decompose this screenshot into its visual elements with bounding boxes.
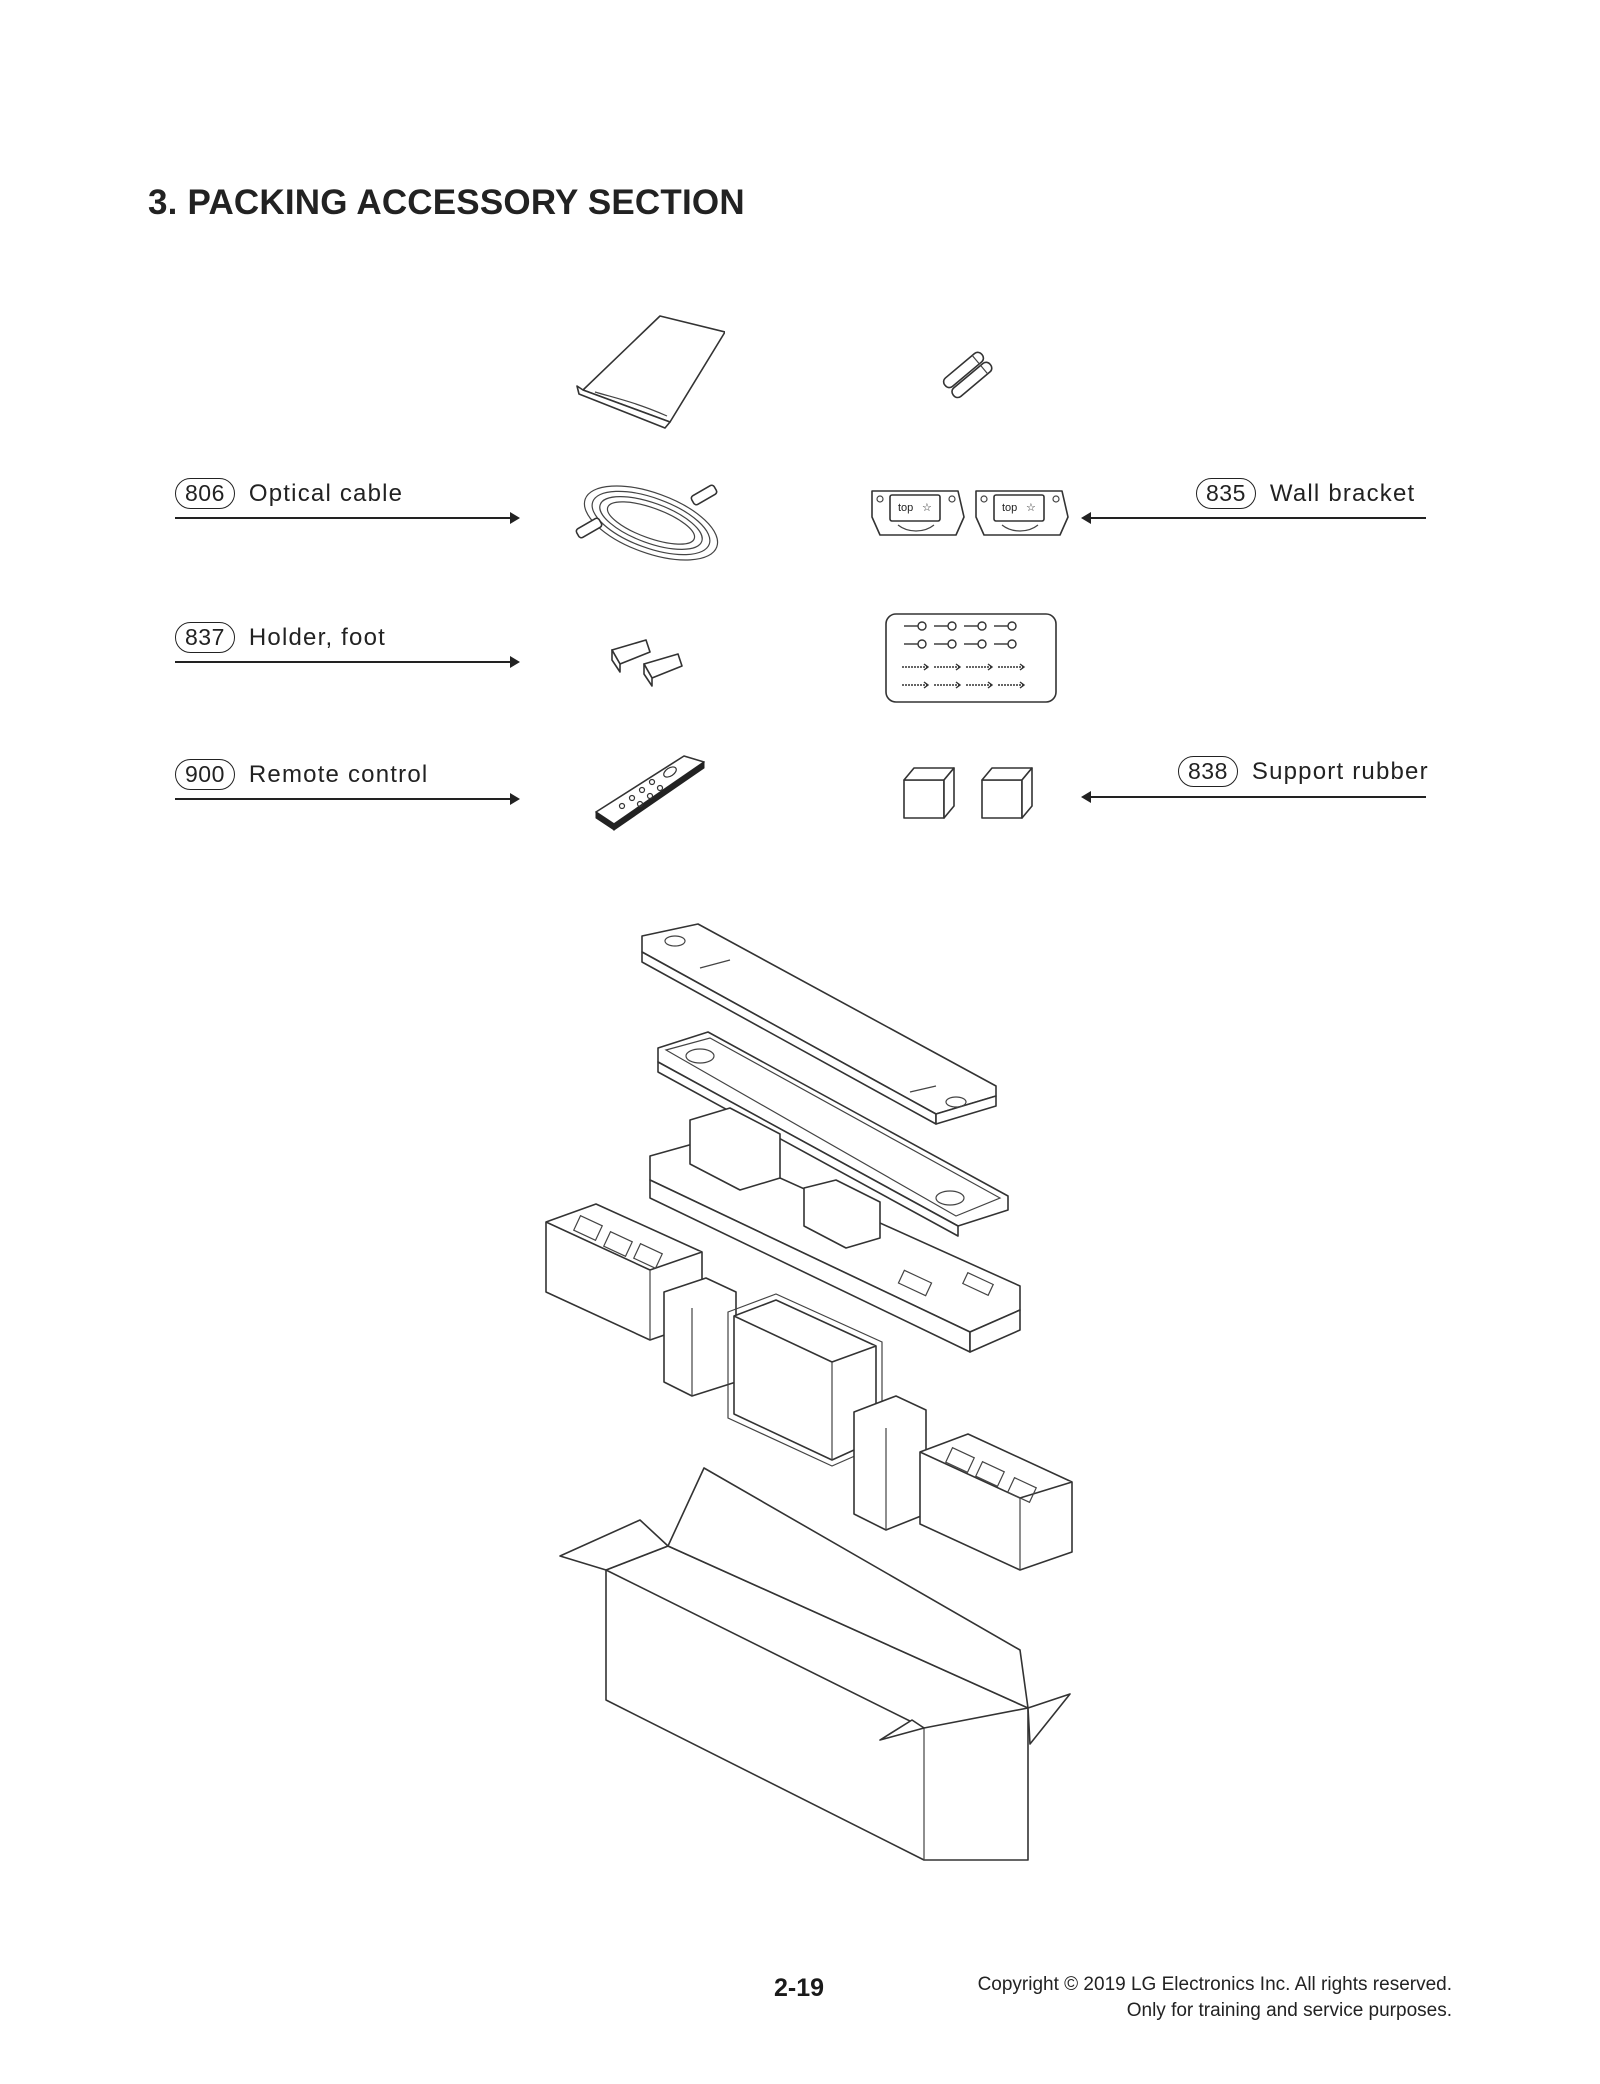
callout-optical-cable: 806 Optical cable	[175, 478, 403, 509]
callout-remote-control: 900 Remote control	[175, 759, 428, 790]
callout-support-rubber: 838 Support rubber	[1178, 756, 1429, 787]
bracket-tag: top	[1002, 502, 1017, 514]
support-rubber-icon	[903, 767, 1033, 819]
page-title: 3. PACKING ACCESSORY SECTION	[148, 183, 745, 222]
packing-exploded-view	[545, 923, 1073, 1861]
part-label: Remote control	[248, 760, 429, 788]
part-number-badge: 835	[1196, 478, 1256, 509]
manual-icon	[576, 315, 725, 429]
page-number: 2-19	[774, 1974, 825, 2002]
part-label: Support rubber	[1251, 757, 1429, 785]
bracket-tag: top	[898, 502, 913, 514]
wall-bracket-icon: top ☆ top ☆	[871, 490, 1069, 536]
leader-arrow	[175, 657, 520, 667]
part-number-badge: 900	[175, 759, 235, 790]
remote-control-icon	[595, 755, 705, 831]
callout-holder-foot: 837 Holder, foot	[175, 622, 386, 653]
holder-foot-icon	[611, 639, 683, 687]
part-label: Holder, foot	[248, 623, 387, 651]
part-number-badge: 838	[1178, 756, 1238, 787]
optical-cable-icon	[575, 484, 719, 561]
part-number-badge: 806	[175, 478, 235, 509]
copyright-line: Copyright © 2019 LG Electronics Inc. All…	[977, 1974, 1452, 1995]
copyright-line: Only for training and service purposes.	[1126, 2000, 1452, 2021]
leader-arrow	[1081, 513, 1426, 523]
screws-icon	[885, 613, 1057, 703]
leader-arrow	[175, 513, 520, 523]
leader-arrow	[175, 794, 520, 804]
leader-arrow	[1081, 792, 1426, 802]
svg-text:☆: ☆	[1026, 501, 1036, 514]
batteries-icon	[942, 351, 993, 399]
svg-text:☆: ☆	[922, 501, 932, 514]
callout-wall-bracket: 835 Wall bracket	[1196, 478, 1415, 509]
part-number-badge: 837	[175, 622, 235, 653]
part-label: Wall bracket	[1269, 479, 1416, 507]
copyright-notice: Copyright © 2019 LG Electronics Inc. All…	[978, 1972, 1452, 2024]
part-label: Optical cable	[248, 479, 404, 507]
